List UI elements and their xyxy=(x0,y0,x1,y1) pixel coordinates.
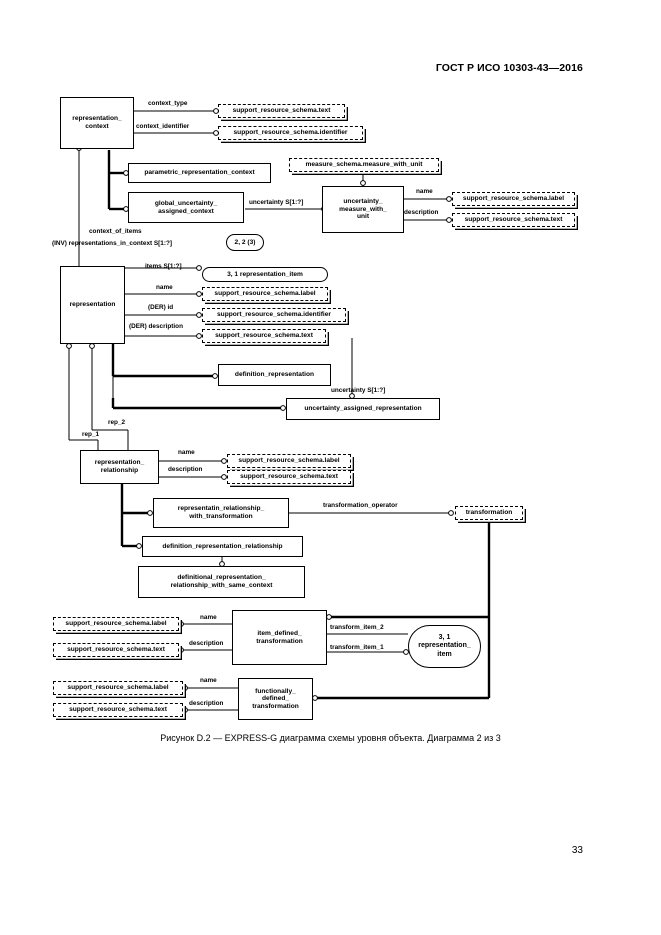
entity-functionally-defined-transformation: functionally_defined_transformation xyxy=(238,678,313,720)
entity-representation-context: representation_context xyxy=(60,97,134,149)
figure-caption: Рисунок D.2 — EXPRESS-G диаграмма схемы … xyxy=(160,733,501,743)
label-name-representation: name xyxy=(156,284,173,291)
entity-definitional-representation-relationship-same-context: definitional_representation_relationship… xyxy=(138,566,305,598)
type-measure-with-unit: measure_schema.measure_with_unit xyxy=(289,158,439,172)
label-uncertainty-2: uncertainty S[1:?] xyxy=(331,387,386,394)
entity-representation-relationship-with-transformation: representatin_relationship_with_transfor… xyxy=(153,498,289,528)
page-reference-2-2-3: 2, 2 (3) xyxy=(226,234,264,251)
type-support-resource-text-6: support_resource_schema.text xyxy=(53,703,183,717)
label-rep-2: rep_2 xyxy=(108,419,126,426)
label-items: items S[1:?] xyxy=(145,263,182,270)
label-transform-item-2: transform_item_2 xyxy=(330,624,384,631)
entity-item-defined-transformation: item_defined_transformation xyxy=(232,610,327,665)
entity-representation: representation xyxy=(60,266,125,344)
label-name-rr: name xyxy=(178,449,195,456)
label-transformation-operator: transformation_operator xyxy=(323,502,398,509)
label-transform-item-1: transform_item_1 xyxy=(330,644,384,651)
type-support-resource-label-4: support_resource_schema.label xyxy=(227,454,351,468)
label-context-of-items: context_of_items xyxy=(89,228,142,235)
type-support-resource-label-2: support_resource_schema.label xyxy=(452,192,575,206)
type-support-resource-text-2: support_resource_schema.text xyxy=(452,213,575,227)
page-reference-representation-item: 3, 1 representation_item xyxy=(202,267,328,282)
entity-representation-relationship: representation_relationship xyxy=(80,450,159,484)
label-name-idt: name xyxy=(200,614,217,621)
type-support-resource-text-5: support_resource_schema.text xyxy=(53,643,179,657)
entity-parametric-representation-context: parametric_representation_context xyxy=(128,163,271,183)
type-support-resource-identifier-3: support_resource_schema.identifier xyxy=(202,308,346,322)
label-name-fdt: name xyxy=(200,677,217,684)
type-transformation: transformation xyxy=(455,506,523,520)
type-support-resource-text-4: support_resource_schema.text xyxy=(227,470,351,484)
type-support-resource-text-3: support_resource_schema.text xyxy=(202,329,326,343)
entity-uncertainty-measure-with-unit: uncertainty_measure_with_unit xyxy=(322,186,404,233)
entity-definition-representation: definition_representation xyxy=(218,364,331,386)
label-der-description: (DER) description xyxy=(129,323,183,330)
label-description-idt: description xyxy=(189,640,224,647)
label-context-type: context_type xyxy=(148,100,188,107)
type-support-resource-label-3: support_resource_schema.label xyxy=(202,287,328,301)
label-description-rr: description xyxy=(168,466,203,473)
type-support-resource-identifier-1: support_resource_schema.identifier xyxy=(218,126,363,140)
type-support-resource-label-5: support_resource_schema.label xyxy=(53,617,179,631)
entity-uncertainty-assigned-representation: uncertainty_assigned_representation xyxy=(286,398,440,420)
type-support-resource-label-6: support_resource_schema.label xyxy=(53,681,183,695)
label-description-fdt: description xyxy=(189,700,224,707)
label-uncertainty: uncertainty S[1:?] xyxy=(249,199,304,206)
label-context-identifier: context_identifier xyxy=(136,123,190,130)
label-inv-representations-in-context: (INV) representations_in_context S[1:?] xyxy=(52,240,173,247)
entity-global-uncertainty-assigned-context: global_uncertainty_assigned_context xyxy=(128,192,244,223)
page-number: 33 xyxy=(571,845,583,856)
label-name-uncertainty-measure: name xyxy=(416,188,433,195)
label-rep-1: rep_1 xyxy=(82,431,100,438)
type-support-resource-text-1: support_resource_schema.text xyxy=(218,104,345,118)
document-header: ГОСТ Р ИСО 10303-43—2016 xyxy=(435,62,583,74)
label-der-id: (DER) id xyxy=(148,304,174,311)
entity-definition-representation-relationship: definition_representation_relationship xyxy=(142,536,303,557)
label-description-uncertainty-measure: description xyxy=(404,209,439,216)
